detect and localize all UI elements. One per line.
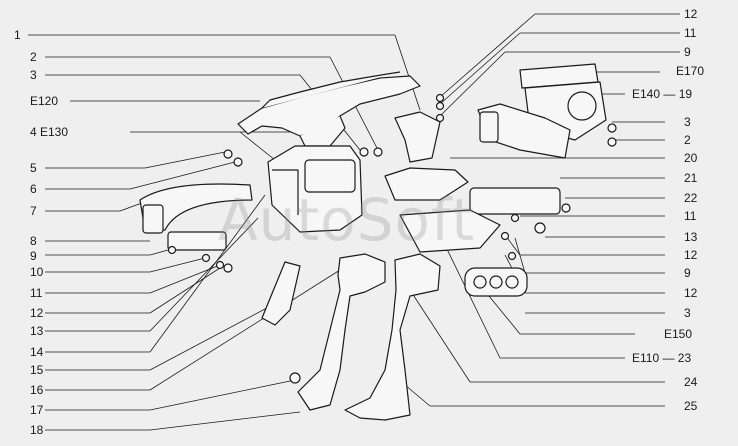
watermark: AutoSoft — [218, 186, 476, 254]
callout-label: 11 — [684, 209, 697, 223]
callout-label: 6 — [30, 182, 37, 196]
callout-label: 3 — [684, 306, 691, 320]
callout-label: 21 — [684, 171, 698, 185]
callout-label: E110 — 23 — [632, 351, 692, 365]
callout-label: 11 — [30, 286, 43, 300]
callout-label: E150 — [664, 327, 693, 341]
callout-label: 2 — [684, 133, 691, 147]
callout-label: 12 — [684, 248, 698, 262]
callout-label: 5 — [30, 161, 37, 175]
callout-label: 25 — [684, 399, 698, 413]
callout-label: 10 — [30, 265, 44, 279]
callout-label: E120 — [30, 94, 59, 108]
callout-label: 3 — [30, 68, 37, 82]
callout-label: 2 — [30, 50, 37, 64]
callout-label: E140 — 19 — [632, 87, 693, 101]
callout-label: 22 — [684, 191, 698, 205]
callout-label: 1 — [14, 28, 21, 42]
callout-label: 8 — [30, 234, 37, 248]
callout-label: E170 — [676, 64, 705, 78]
callout-label: 9 — [684, 45, 691, 59]
callout-label: 12 — [684, 7, 698, 21]
callout-label: 16 — [30, 383, 44, 397]
callout-label: 9 — [684, 266, 691, 280]
callout-label: 17 — [30, 403, 44, 417]
callout-label: 12 — [684, 286, 698, 300]
callout-label: 12 — [30, 306, 44, 320]
callout-label: 15 — [30, 363, 44, 377]
callout-label: 7 — [30, 204, 37, 218]
callout-label: 3 — [684, 115, 691, 129]
callout-label: 14 — [30, 345, 44, 359]
callout-label: 13 — [30, 324, 44, 338]
callout-label: 4 E130 — [30, 125, 69, 139]
callout-label: 20 — [684, 151, 698, 165]
callout-label: 18 — [30, 423, 44, 437]
callout-label: 9 — [30, 249, 37, 263]
callout-label: 13 — [684, 230, 698, 244]
callout-label: 11 — [684, 26, 697, 40]
callout-label: 24 — [684, 375, 698, 389]
